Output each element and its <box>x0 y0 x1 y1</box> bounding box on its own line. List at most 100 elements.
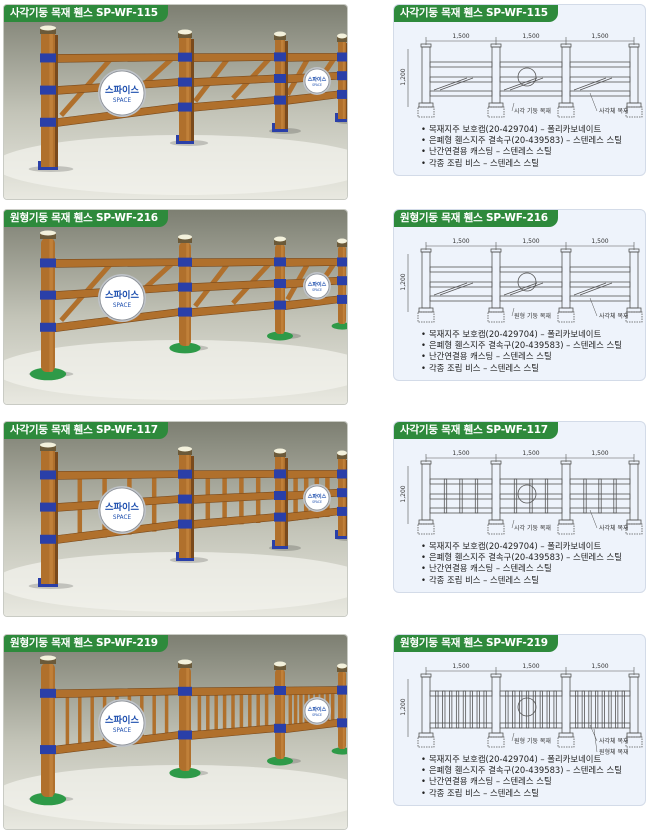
spec-note: 은폐형 휀스지주 결속구(20-439583) – 스텐레스 스틸 <box>421 765 656 776</box>
spec-note: 각종 조립 비스 – 스텐레스 스틸 <box>421 158 656 169</box>
callout-leader <box>511 102 515 112</box>
post-cap <box>274 451 286 457</box>
product-title-tab-2: 원형기둥 목재 휀스 SP-WF-216 <box>4 210 168 227</box>
logo-text: 스파이스 <box>308 493 327 500</box>
rail <box>54 470 180 480</box>
post-cap-light <box>337 663 347 669</box>
rail <box>429 478 493 485</box>
callout-label: 시각 기둥 목재 <box>514 107 551 115</box>
foundation-outline <box>487 736 505 748</box>
post-base-outline <box>418 732 434 738</box>
vertical-picket <box>539 690 543 729</box>
rail-bracket <box>337 71 347 81</box>
rail <box>569 507 631 514</box>
rail-bracket <box>40 534 56 544</box>
post-cap-outline <box>490 248 502 253</box>
post-cap <box>274 239 286 245</box>
post-cap-light <box>337 450 347 456</box>
post-side <box>55 452 58 584</box>
post-side <box>55 35 58 167</box>
foundation-outline <box>417 523 435 535</box>
post-cap-outline <box>490 460 502 465</box>
post-highlight <box>49 663 53 797</box>
fence-post <box>272 31 288 132</box>
rail <box>190 470 276 479</box>
post-cap <box>337 666 347 672</box>
logo-subtext: SPACE <box>312 83 322 87</box>
rail-bracket <box>178 282 192 292</box>
dimension-width: 1,500 <box>522 450 539 457</box>
rail-bracket <box>337 488 347 498</box>
post-highlight <box>186 37 190 141</box>
logo-text: 스파이스 <box>308 76 327 83</box>
dimension-width: 1,500 <box>591 450 608 457</box>
fence-post <box>176 29 194 144</box>
post-base-outline <box>626 519 642 525</box>
post-cap-light <box>274 236 286 242</box>
product-title-tab-1: 사각기둥 목재 휀스 SP-WF-115 <box>4 5 168 22</box>
spec-notes-2: 목재지주 보호캡(20-429704) – 폴리카보네이트 은폐형 휀스지주 결… <box>421 329 656 374</box>
rail <box>569 266 631 273</box>
foundation-outline <box>487 106 505 118</box>
rail <box>569 493 631 500</box>
vertical-picket <box>553 690 557 729</box>
post-cap-outline <box>560 43 572 48</box>
rail <box>499 507 563 514</box>
callout-leader <box>511 519 515 529</box>
post-cap-outline <box>490 673 502 678</box>
fence-post <box>169 659 201 779</box>
callout-label: 원형 기둥 목재 <box>514 737 551 745</box>
rail-bracket <box>40 290 56 300</box>
rail <box>190 53 276 62</box>
fence-post <box>335 450 347 539</box>
spec-note: 난간연결용 캐스팅 – 스텐레스 스틸 <box>421 351 656 362</box>
rail-bracket <box>274 686 286 695</box>
rail <box>499 76 563 83</box>
vertical-picket <box>483 690 487 729</box>
floor-light <box>4 765 347 825</box>
rail <box>499 281 563 288</box>
rail <box>569 76 631 83</box>
dimension-height: 1,200 <box>400 698 407 715</box>
spec-note: 목재지주 보호캡(20-429704) – 폴리카보네이트 <box>421 124 656 135</box>
rail <box>499 90 563 97</box>
rail-bracket <box>274 257 286 267</box>
diagonal-brace <box>573 77 607 91</box>
post-cap <box>178 32 192 38</box>
logo-subtext: SPACE <box>113 515 132 521</box>
post-highlight <box>281 456 284 546</box>
post-cap-outline <box>628 673 640 678</box>
rail <box>429 61 493 68</box>
dimension-width: 1,500 <box>452 33 469 40</box>
sign-outline <box>517 67 537 87</box>
rail <box>284 258 339 267</box>
foundation-outline <box>557 523 575 535</box>
post-cap <box>40 233 56 239</box>
logo-text: 스파이스 <box>105 289 139 301</box>
post-base-outline <box>558 102 574 108</box>
fence-post <box>267 661 293 766</box>
rail <box>569 295 631 302</box>
callout-label: 사각체 목재 <box>599 107 629 115</box>
rail-bracket <box>40 117 56 127</box>
round-base <box>331 747 347 755</box>
vertical-picket <box>575 690 579 729</box>
post-base-outline <box>488 519 504 525</box>
rail-bracket <box>274 469 286 479</box>
rail-bracket <box>40 688 56 698</box>
rail <box>190 258 276 267</box>
post-base-outline <box>418 519 434 525</box>
rail-bracket <box>274 491 286 500</box>
spec-note: 은폐형 휀스지주 결속구(20-439583) – 스텐레스 스틸 <box>421 135 656 146</box>
post-cap-light <box>274 661 286 667</box>
rail <box>499 266 563 273</box>
rail-bracket <box>40 745 56 755</box>
post-highlight <box>186 667 190 771</box>
rail-bracket <box>40 258 56 268</box>
